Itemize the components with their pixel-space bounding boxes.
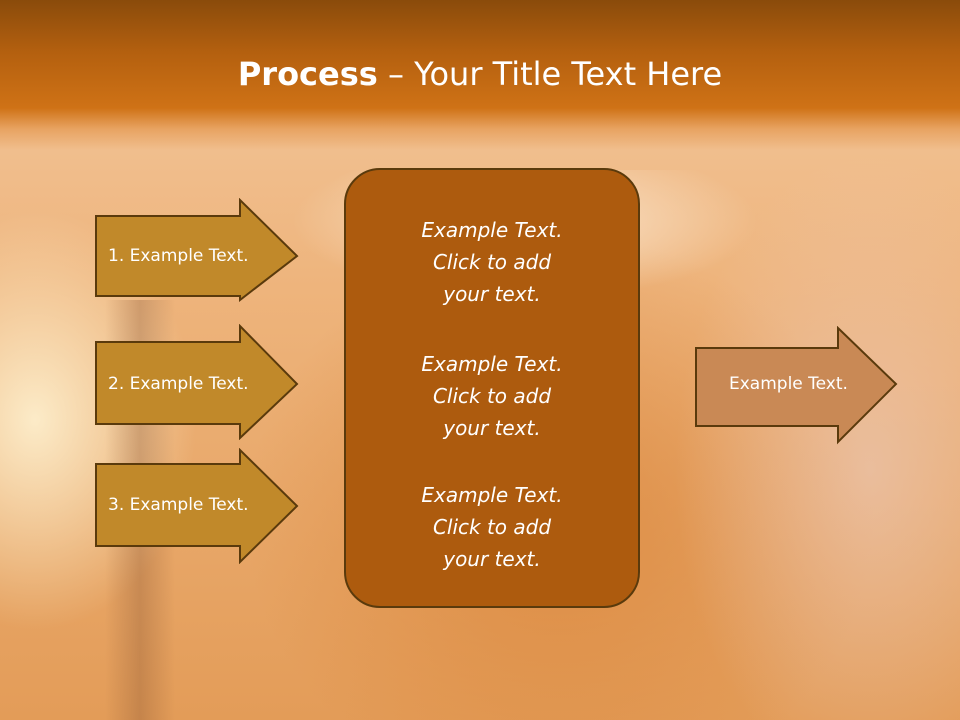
title-bold: Process <box>237 55 378 93</box>
slide-title[interactable]: Process – Your Title Text Here <box>0 52 960 96</box>
title-band <box>0 0 960 150</box>
center-paragraph-2: Example Text. Click to add your text. <box>421 352 563 440</box>
left-arrow-3[interactable] <box>94 448 300 564</box>
title-rest: Your Title Text Here <box>414 55 723 93</box>
center-paragraph-1: Example Text. Click to add your text. <box>421 218 563 306</box>
left-arrow-1[interactable] <box>94 198 300 302</box>
right-arrow-label: Example Text. <box>729 374 848 394</box>
left-arrow-1-shape <box>95 198 299 302</box>
left-arrow-2[interactable] <box>94 324 300 440</box>
left-arrow-3-shape <box>95 448 299 564</box>
center-text-box[interactable]: Example Text. Click to add your text. Ex… <box>344 168 640 608</box>
right-arrow[interactable] <box>694 326 900 446</box>
left-arrow-3-label: 3. Example Text. <box>108 495 249 515</box>
left-arrow-1-label: 1. Example Text. <box>108 246 249 266</box>
left-arrow-2-shape <box>95 324 299 440</box>
title-dash: – <box>387 55 404 93</box>
left-arrow-2-label: 2. Example Text. <box>108 374 249 394</box>
center-paragraph-3: Example Text. Click to add your text. <box>421 483 563 571</box>
right-arrow-shape <box>695 326 898 445</box>
